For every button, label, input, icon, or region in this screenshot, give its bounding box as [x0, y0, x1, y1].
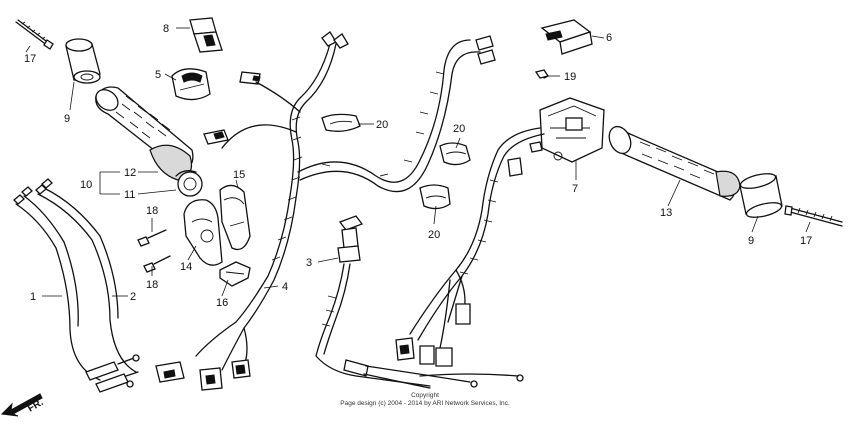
callout-1: 1	[30, 291, 36, 303]
callout-3: 3	[306, 257, 312, 269]
callout-20-lower: 20	[428, 229, 440, 241]
front-direction-arrow: FR.	[0, 393, 46, 417]
callout-10: 10	[80, 179, 92, 191]
part-8-switch[interactable]	[189, 17, 223, 53]
callout-6: 6	[606, 32, 612, 44]
part-17-bolt-right[interactable]	[784, 205, 843, 227]
connector-upper-left	[239, 71, 261, 85]
callout-9-right: 9	[748, 235, 754, 247]
callout-9-left: 9	[64, 113, 70, 125]
callout-13: 13	[660, 207, 672, 219]
callout-15: 15	[233, 169, 245, 181]
callout-7: 7	[572, 183, 578, 195]
part-20-band-lower[interactable]	[419, 184, 451, 210]
part-10-bracket-lines	[99, 171, 120, 195]
part-13-grip-right[interactable]	[605, 123, 741, 201]
callout-4: 4	[282, 281, 288, 293]
callout-14: 14	[180, 261, 192, 273]
part-6-switch-cover[interactable]	[540, 19, 593, 55]
callout-16: 16	[216, 297, 228, 309]
part-14-throttle-housing[interactable]	[183, 199, 223, 266]
callout-19: 19	[564, 71, 576, 83]
part-19-screw[interactable]	[534, 69, 550, 79]
callout-12: 12	[124, 167, 136, 179]
part-5-clamp[interactable]	[171, 68, 211, 101]
leader-lines	[25, 27, 811, 297]
part-18-screw-upper[interactable]	[137, 229, 167, 247]
callout-8: 8	[163, 23, 169, 35]
part-3-switch-cable[interactable]	[315, 215, 524, 389]
part-20-band-middle[interactable]	[439, 142, 471, 166]
copyright-line-2: Page design (c) 2004 - 2014 by ARI Netwo…	[340, 400, 510, 407]
part-7-switch-housing[interactable]	[529, 97, 605, 163]
callout-18-upper: 18	[146, 205, 158, 217]
cable-ends	[85, 354, 140, 393]
part-17-bolt-left[interactable]	[15, 19, 54, 50]
part-20-band-upper[interactable]	[321, 113, 361, 132]
part-12-grip-left[interactable]	[92, 86, 194, 181]
copyright-line-1: Copyright	[411, 392, 439, 399]
part-1-throttle-cable-a[interactable]	[13, 186, 101, 381]
callout-5: 5	[155, 69, 161, 81]
part-18-screw-lower[interactable]	[143, 255, 171, 273]
part-11-throttle-tube[interactable]	[175, 170, 203, 197]
callout-17-right: 17	[800, 235, 812, 247]
callout-17-left: 17	[24, 53, 36, 65]
part-9-bar-end-right[interactable]	[739, 171, 783, 220]
part-16-cable-guide[interactable]	[219, 261, 251, 287]
callout-18-lower: 18	[146, 279, 158, 291]
connector-left-small	[203, 129, 229, 145]
callout-2: 2	[130, 291, 136, 303]
callout-20-upper: 20	[376, 119, 388, 131]
right-switch-harness	[395, 127, 545, 367]
part-4-wire-harness[interactable]	[155, 31, 496, 391]
part-2-throttle-cable-b[interactable]	[35, 178, 137, 373]
part-15-throttle-housing-upper[interactable]	[219, 184, 251, 251]
callout-11: 11	[124, 189, 135, 201]
callout-20-middle: 20	[453, 123, 465, 135]
part-9-bar-end-left[interactable]	[65, 38, 101, 84]
